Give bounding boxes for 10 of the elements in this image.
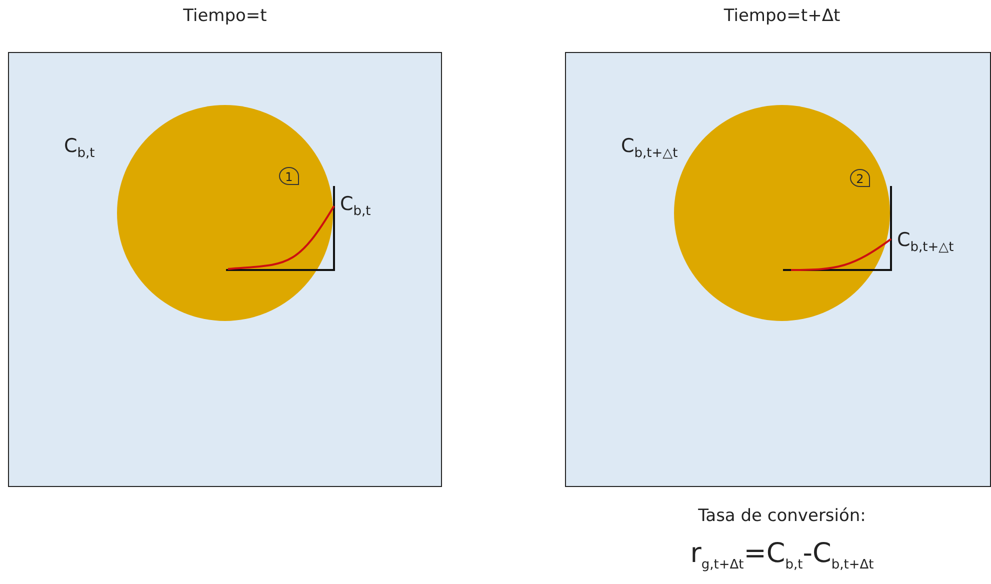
callout-number: 1 [279,167,299,185]
panel-heading: Tiempo=t [183,6,267,26]
axis-label: C$_{b,t+△t}$ [897,229,954,255]
axis-label: C$_{b,t}$ [340,193,371,219]
panel-heading: Tiempo=t+Δt [724,6,840,26]
concentration-label: C$_{b,t+△t}$ [621,135,678,161]
concentration-label: C$_{b,t}$ [64,135,95,161]
formula-caption: Tasa de conversión: [698,506,866,526]
conversion-formula: r$_{g,t+Δt}$=C$_{b,t}$-C$_{b,t+Δt}$ [690,538,874,572]
callout-number: 2 [850,169,870,187]
